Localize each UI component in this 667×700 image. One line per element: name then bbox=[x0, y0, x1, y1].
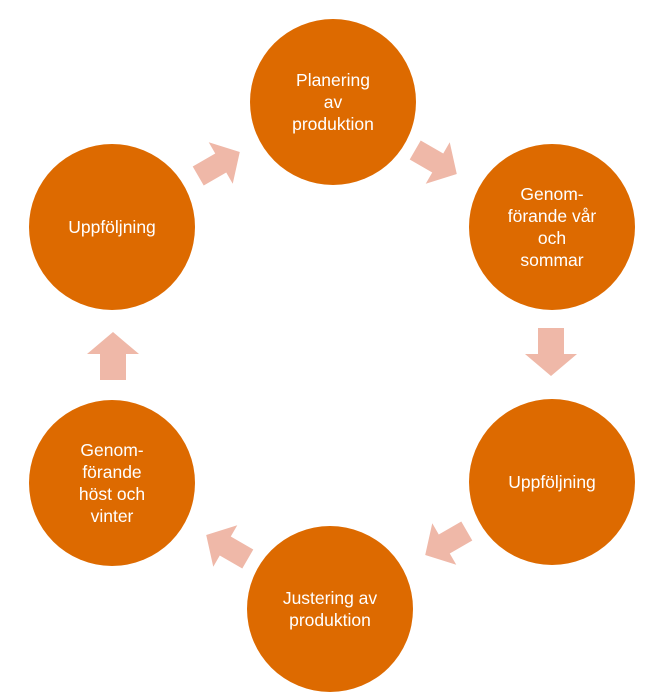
node-uppfoljning-1-circle bbox=[469, 399, 635, 565]
node-planering-circle bbox=[250, 19, 416, 185]
node-genomforande-host-vinter-label: Genom- förande höst och vinter bbox=[78, 440, 146, 526]
node-uppfoljning-2-label: Uppföljning bbox=[68, 217, 156, 237]
arrow-planering-to-genomforande-var bbox=[409, 140, 457, 184]
arrow-genomforande-host-to-uppfoljning bbox=[87, 332, 139, 380]
node-genomforande-host-vinter-circle bbox=[29, 400, 195, 566]
arrow-uppfoljning-to-justering bbox=[425, 521, 473, 565]
node-genomforande-var-sommar-label: Genom- förande vår och sommar bbox=[507, 184, 597, 270]
arrow-justering-to-genomforande-host bbox=[206, 525, 254, 569]
node-justering-circle bbox=[247, 526, 413, 692]
node-justering-label: Justering av produktion bbox=[282, 588, 378, 630]
node-planering-label: Planering av produktion bbox=[292, 70, 374, 134]
arrow-uppfoljning-to-planering bbox=[192, 142, 240, 186]
node-uppfoljning-2-circle bbox=[29, 144, 195, 310]
arrow-genomforande-var-to-uppfoljning bbox=[525, 328, 577, 376]
node-genomforande-var-sommar-circle bbox=[469, 144, 635, 310]
node-uppfoljning-1-label: Uppföljning bbox=[508, 472, 596, 492]
